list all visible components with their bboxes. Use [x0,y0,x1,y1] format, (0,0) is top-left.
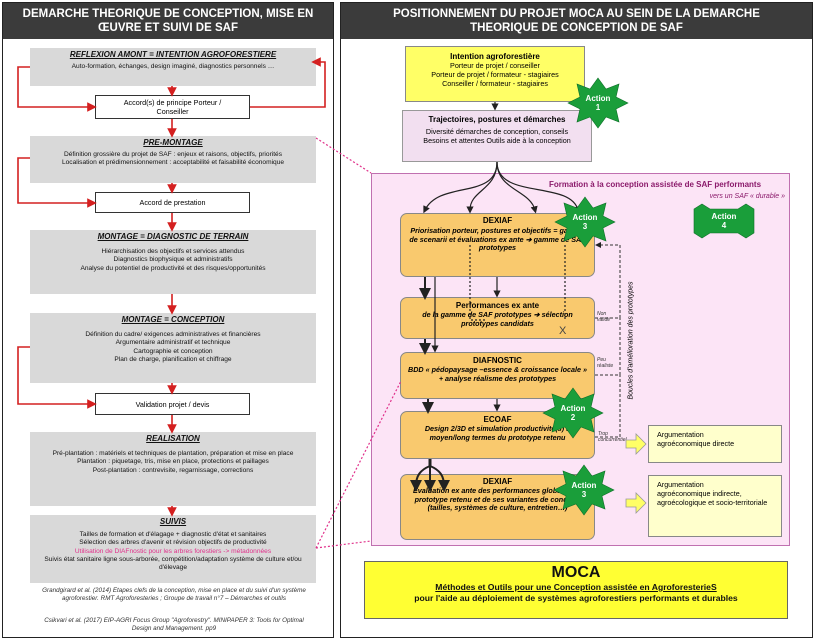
action-3b-num: 3 [581,490,587,499]
intention-box: Intention agroforestière Porteur de proj… [405,46,585,102]
argumentation-direct-title: Argumentation [657,430,704,439]
non-valide-label: Non validé [597,311,611,323]
dexiaf-1-body: Priorisation porteur, postures et object… [409,225,586,253]
left-header: DEMARCHE THEORIQUE DE CONCEPTION, MISE E… [3,3,333,39]
right-header: POSITIONNEMENT DU PROJET MOCA AU SEIN DE… [341,3,812,39]
validation-label: Validation projet / devis [135,399,210,409]
suivis-highlight: Utilisation de DIAFnostic pour les arbre… [74,547,272,555]
premontage-title: PRE-MONTAGE [143,138,203,147]
realisation-title: REALISATION [146,434,200,443]
argumentation-indirect-body: agroéconomique indirecte, agroécologique… [657,489,768,507]
performances-body: de la gamme de SAF prototypes ➔ sélectio… [422,309,573,328]
accord-principe-label: Accord(s) de principe Porteur / Conseill… [123,98,222,116]
formation-subtitle: vers un SAF « durable » [709,193,785,200]
montage-diagnostic-line-1: Hiérarchisation des objectifs et service… [101,248,245,256]
suivis-line-2: Sélection des arbres d'avenir et révisio… [79,539,267,547]
montage-conception-box: MONTAGE = CONCEPTION Définition du cadre… [30,313,316,383]
montage-conception-line-4: Plan de charge, planification et chiffra… [114,355,232,363]
premontage-box: PRE-MONTAGE Définition grossière du proj… [30,136,316,183]
montage-conception-line-2: Argumentaire administratif et technique [115,339,231,347]
citation-1: Grandgirard et al. (2014) Etapes clefs d… [42,587,306,602]
action-3a-num: 3 [582,222,588,231]
accord-principe-box: Accord(s) de principe Porteur / Conseill… [95,95,250,119]
realisation-line-3: Post-plantation : contrevisite, regarnis… [92,466,254,474]
ecoaf-title: ECOAF [483,415,512,424]
accord-prestation-box: Accord de prestation [95,192,250,213]
intention-title: Intention agroforestière [450,52,540,61]
trajectoires-line-1: Diversité démarches de conception, conse… [425,127,569,136]
argumentation-indirect-box: Argumentation agroéconomique indirecte, … [648,475,782,537]
action-3a-word: Action [572,213,598,222]
realisation-box: REALISATION Pré-plantation : matériels e… [30,432,316,506]
boucles-label: Boucles d'amélioration des prototypes [627,281,635,400]
montage-conception-line-3: Cartographie et conception [133,347,213,355]
action-1-num: 1 [595,103,601,112]
ecoaf-body: Design 2/3D et simulation productivité(s… [424,423,571,442]
performances-title: Performances ex ante [455,301,540,310]
intention-line-1: Porteur de projet / conseiller [450,61,540,70]
action-3b-word: Action [571,481,597,490]
moca-title: MOCA [551,564,601,581]
formation-title: Formation à la conception assistée de SA… [548,180,762,189]
argumentation-direct-body: agroéconomique directe [657,439,735,448]
reflexion-box: REFLEXION AMONT = INTENTION AGROFORESTIE… [30,48,316,86]
trop-concurrentiel-label: Trop concurrentiel [598,431,627,443]
action-1-label: Action 1 [578,92,618,114]
dexiaf-1-title: DEXIAF [482,216,513,225]
action-4-word: Action [711,212,737,221]
intention-line-3: Conseiller / formateur - stagiaires [442,79,548,88]
diafnostic-box: DIAFNOSTIC BDD « pédopaysage –essence & … [400,352,595,399]
argumentation-indirect-title: Argumentation [657,480,704,489]
realisation-line-2: Plantation : piquetage, tris, mise en pl… [77,458,269,466]
action-2-num: 2 [570,413,576,422]
performances-mark: X [559,325,567,337]
action-1-word: Action [585,94,611,103]
moca-line-2: pour l'aide au déploiement de systèmes a… [414,593,738,603]
action-2-word: Action [560,404,586,413]
montage-diagnostic-line-3: Analyse du potentiel de productivité et … [80,264,266,272]
suivis-last: Suivis état sanitaire ligne sous-arborée… [44,555,302,572]
peu-realiste-label: Peu réaliste [597,357,614,369]
moca-box: MOCA Méthodes et Outils pour une Concept… [364,561,788,619]
reflexion-title: REFLEXION AMONT = INTENTION AGROFORESTIE… [69,50,277,59]
dexiaf-2-title: DEXIAF [482,477,513,486]
dexiaf-2-body: Evaluation ex ante des performances glob… [413,485,582,513]
premontage-line-2: Localisation et prédimensionnement : acc… [61,159,285,167]
montage-conception-title: MONTAGE = CONCEPTION [121,315,225,324]
action-3b-label: Action 3 [564,479,604,501]
trajectoires-box: Trajectoires, postures et démarches Dive… [402,110,592,162]
diafnostic-body: BDD « pédopaysage –essence & croissance … [408,364,587,383]
montage-conception-line-1: Définition du cadre/ exigences administr… [85,331,261,339]
citation-2: Csikvari et al. (2017) EIP-AGRI Focus Gr… [44,617,304,632]
intention-line-2: Porteur de projet / formateur - stagiair… [431,70,559,79]
action-3a-label: Action 3 [565,211,605,233]
trajectoires-line-2: Besoins et attentes Outils aide à la con… [423,136,571,145]
premontage-line-1: Définition grossière du projet de SAF : … [63,151,283,159]
suivis-line-1: Tailles de formation et d'élagage + diag… [79,531,267,539]
realisation-line-1: Pré-plantation : matériels et techniques… [52,450,294,458]
montage-diagnostic-line-2: Diagnostics biophysique et administratif… [113,256,233,264]
suivis-title: SUIVIS [159,517,187,526]
validation-box: Validation projet / devis [95,393,250,415]
reflexion-body: Auto-formation, échanges, design imaginé… [71,63,275,71]
argumentation-direct-box: Argumentation agroéconomique directe [648,425,782,463]
montage-diagnostic-title: MONTAGE = DIAGNOSTIC DE TERRAIN [97,232,249,241]
diafnostic-title: DIAFNOSTIC [473,356,522,365]
suivis-box: SUIVIS Tailles de formation et d'élagage… [30,515,316,583]
action-2-label: Action 2 [553,402,593,424]
trajectoires-title: Trajectoires, postures et démarches [428,115,566,124]
montage-diagnostic-box: MONTAGE = DIAGNOSTIC DE TERRAIN Hiérarch… [30,230,316,294]
accord-prestation-label: Accord de prestation [139,198,206,207]
action-4-num: 4 [721,221,727,230]
moca-line-1: Méthodes et Outils pour une Conception a… [435,582,717,592]
action-4-label: Action 4 [704,210,744,232]
